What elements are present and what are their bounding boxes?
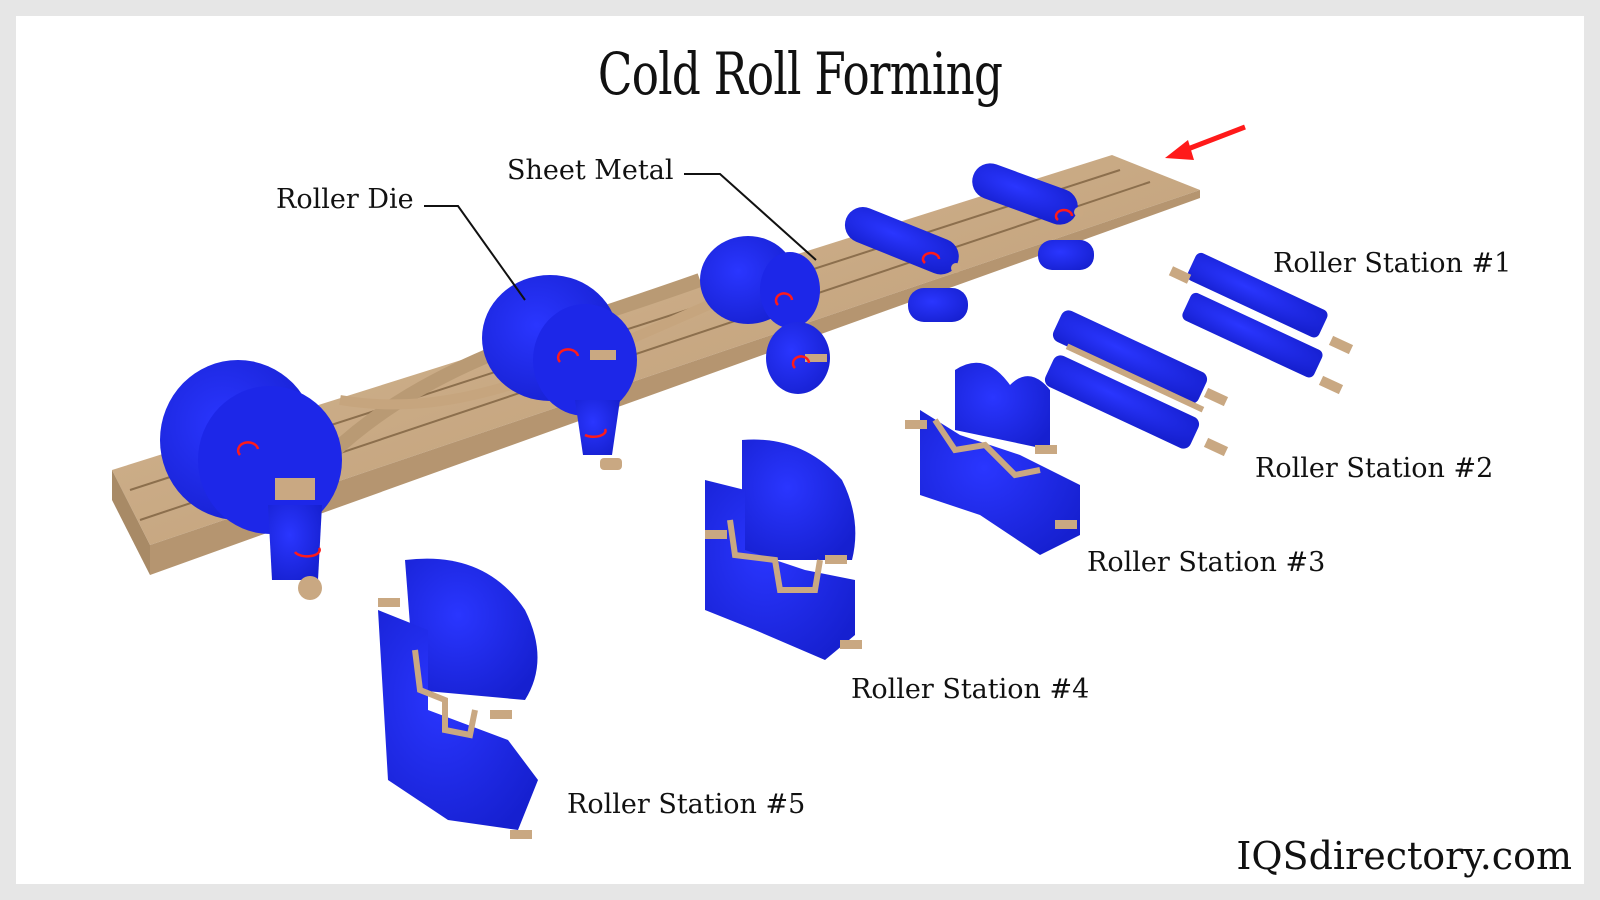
- exploded-roller-station-1: [1168, 252, 1354, 395]
- label-leader-lines: [424, 173, 817, 301]
- roller-die-station-4: [482, 275, 637, 470]
- red-feed-direction-arrow: [1165, 124, 1246, 160]
- exploded-roller-station-4: [705, 439, 862, 660]
- roller-die-station-2: [844, 207, 968, 322]
- label-roller-station-2: Roller Station #2: [1255, 453, 1494, 484]
- label-roller-station-1: Roller Station #1: [1273, 248, 1512, 279]
- label-roller-station-4: Roller Station #4: [851, 674, 1090, 705]
- label-sheet-metal: Sheet Metal: [507, 155, 674, 186]
- label-roller-die: Roller Die: [276, 184, 414, 215]
- brand-watermark: IQSdirectory.com: [1236, 834, 1572, 878]
- exploded-roller-station-3: [905, 362, 1080, 555]
- roller-die-station-1: [972, 163, 1094, 270]
- roller-die-station-5: [160, 360, 342, 600]
- exploded-roller-station-5: [378, 558, 538, 839]
- diagram-title: Cold Roll Forming: [597, 40, 1003, 108]
- label-roller-station-3: Roller Station #3: [1087, 547, 1326, 578]
- label-roller-station-5: Roller Station #5: [567, 789, 806, 820]
- exploded-roller-station-2: [1044, 310, 1229, 457]
- rotation-arrows: [236, 208, 1074, 558]
